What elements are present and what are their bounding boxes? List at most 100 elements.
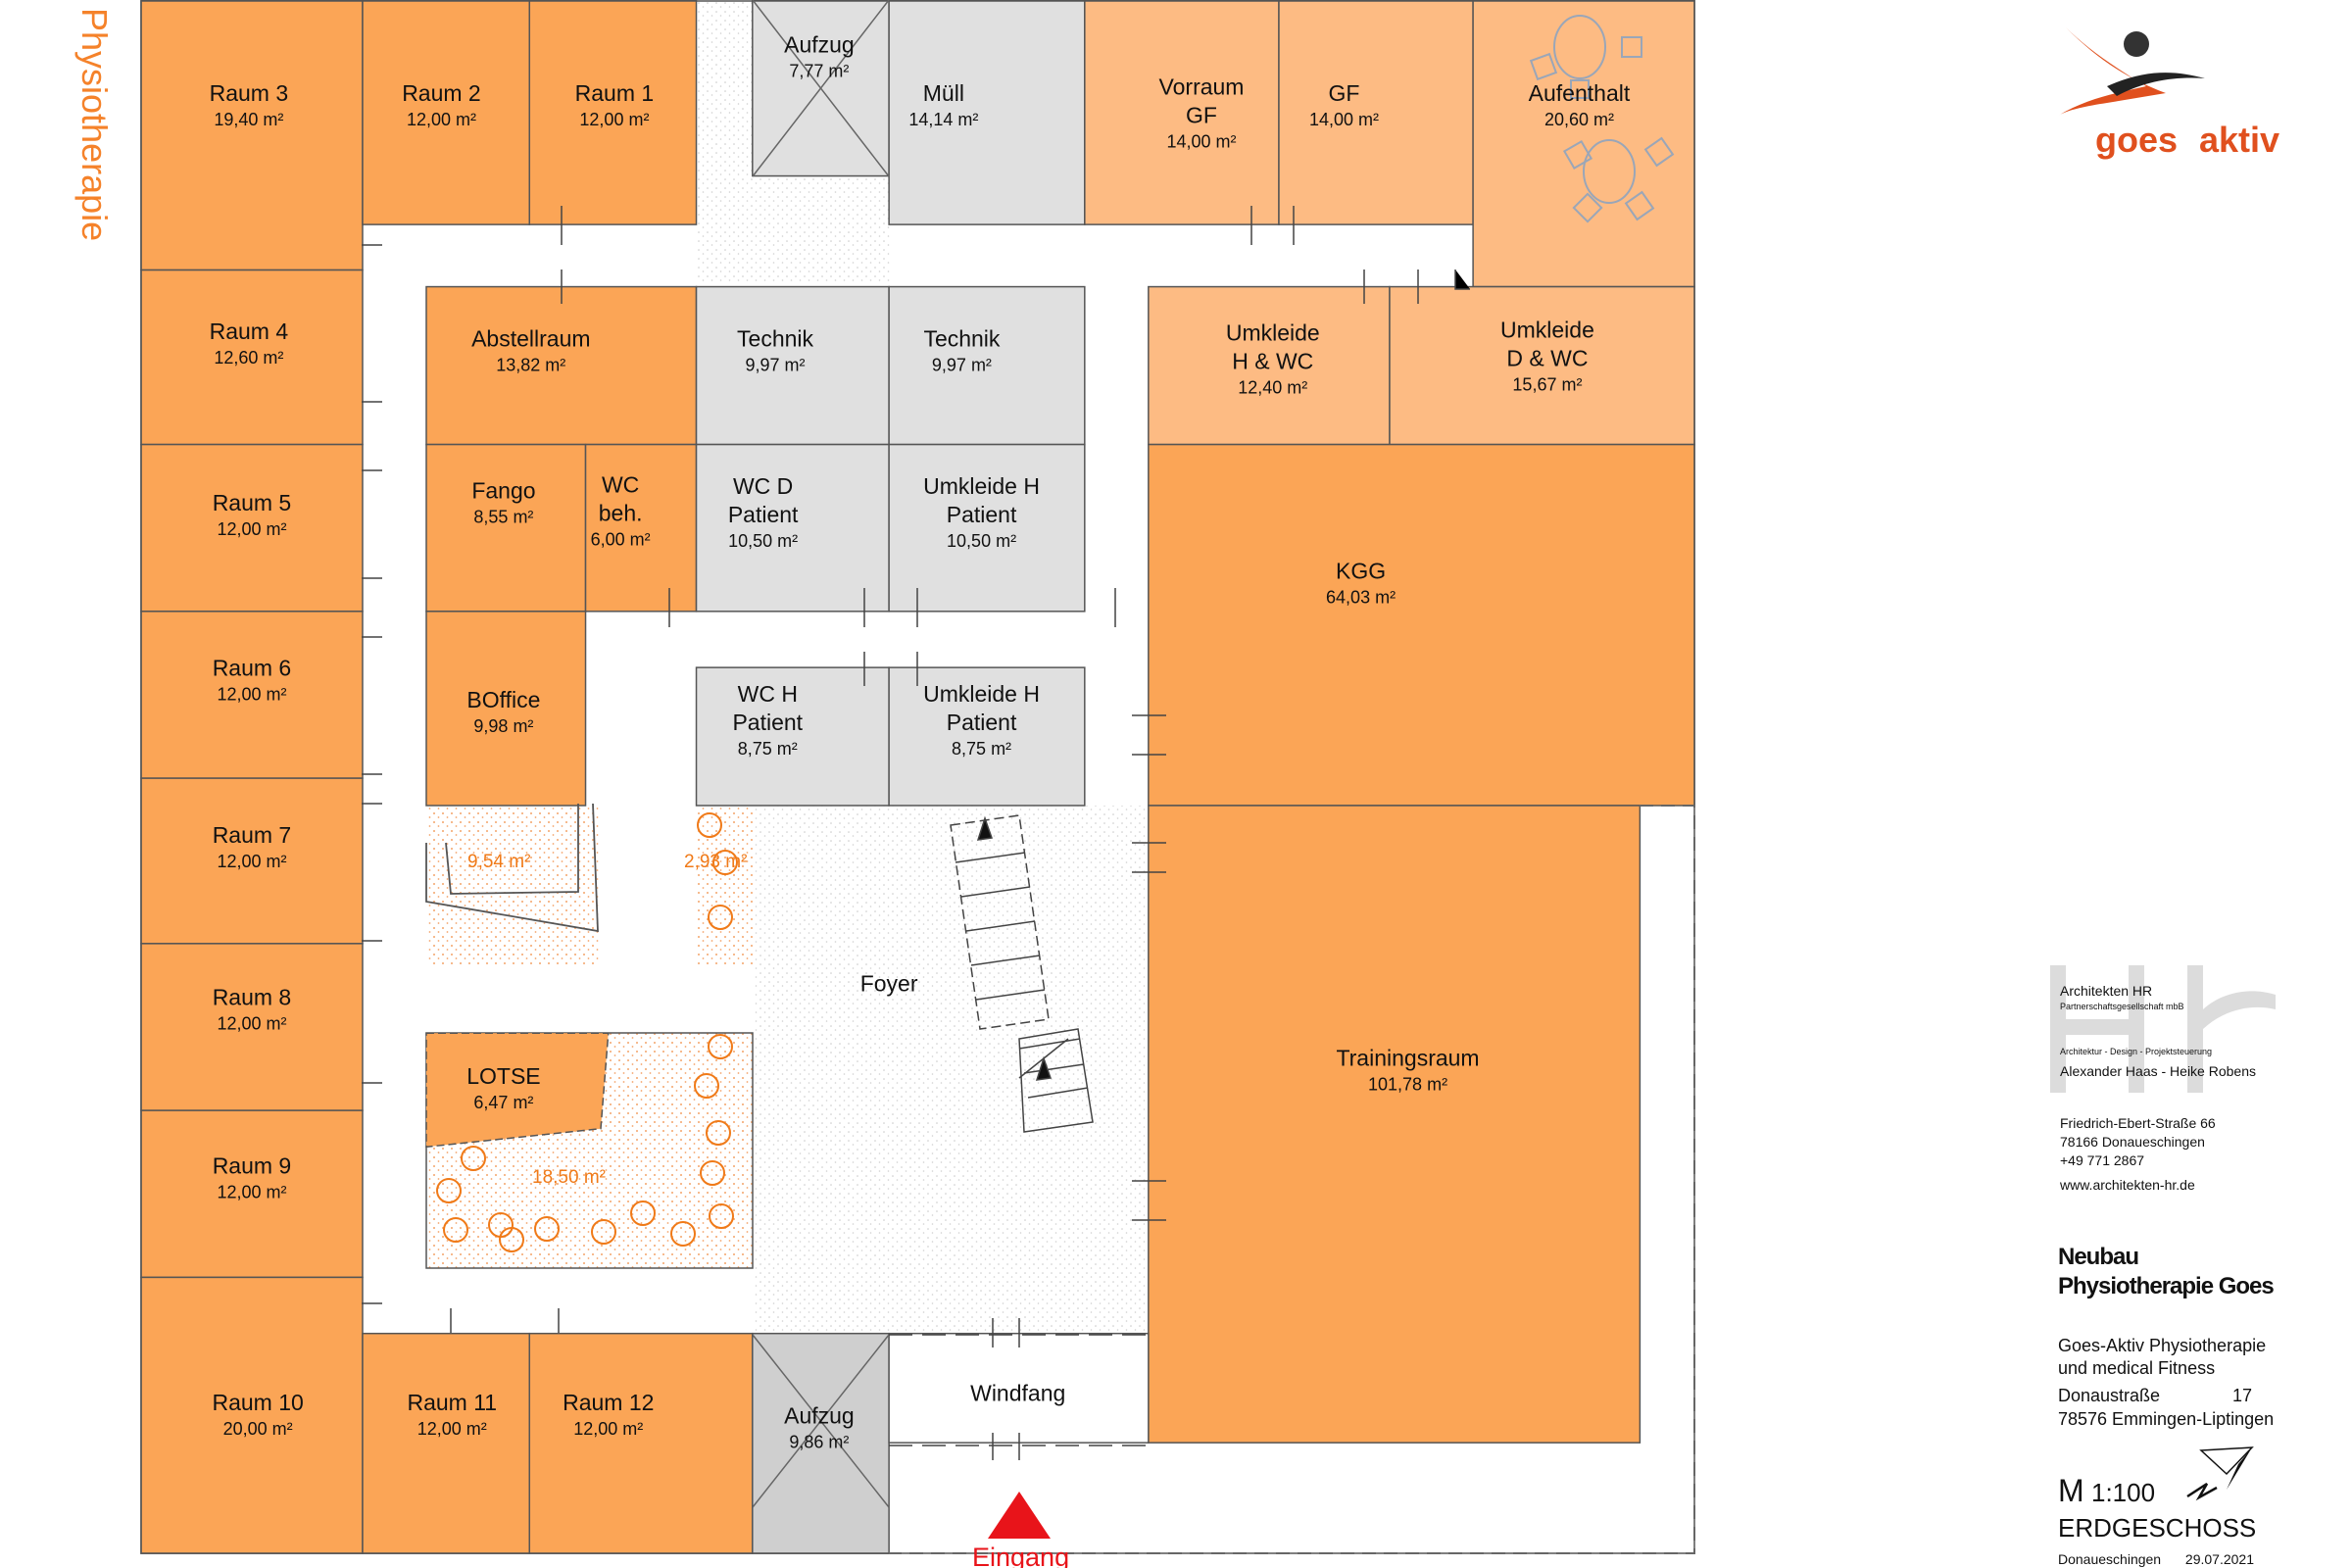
room-raum-3 — [140, 0, 364, 271]
room-name-label: Aufzug — [784, 1403, 855, 1429]
room-raum-10 — [140, 1276, 364, 1554]
rooms — [140, 0, 1695, 1554]
scale-value: 1:100 — [2091, 1478, 2155, 1507]
room-name-label: GF — [1329, 80, 1360, 106]
site-number: 17 — [2232, 1386, 2252, 1405]
room-area-label: 7,77 m² — [789, 61, 849, 80]
goes-aktiv-logo: goes aktiv — [2058, 27, 2279, 160]
entrance-arrow-icon — [988, 1492, 1051, 1539]
room-raum-1 — [528, 0, 698, 225]
project-title-line1: Neubau — [2058, 1244, 2138, 1270]
room-area-label: 64,03 m² — [1326, 588, 1396, 608]
architect-watermark — [2050, 965, 2276, 1093]
side-label: Physiotherapie — [74, 8, 115, 241]
firm-street: Friedrich-Ebert-Straße 66 — [2060, 1115, 2216, 1131]
room-area-label: 20,60 m² — [1544, 110, 1614, 129]
firm-phone: +49 771 2867 — [2060, 1152, 2144, 1168]
floor-name: ERDGESCHOSS — [2058, 1513, 2256, 1543]
room-name-label: Raum 11 — [407, 1390, 497, 1415]
room-name-label: Patient — [947, 502, 1017, 527]
room-name-label: Technik — [737, 326, 813, 352]
room-name-label: Umkleide H — [923, 681, 1040, 707]
room-area-label: 9,97 m² — [932, 356, 992, 375]
room-name-label: Umkleide — [1226, 319, 1320, 345]
firm-partners: Alexander Haas - Heike Robens — [2060, 1063, 2256, 1079]
room-raum-6 — [140, 611, 364, 779]
room-name-label: H & WC — [1232, 348, 1313, 373]
room-wc-beh- — [584, 443, 698, 612]
site-street: Donaustraße — [2058, 1386, 2160, 1405]
logo-word-aktiv: aktiv — [2199, 120, 2279, 160]
room-area-label: 6,47 m² — [473, 1093, 533, 1112]
room-name-label: Raum 7 — [213, 822, 292, 848]
elevator-cross-bottom — [752, 1334, 890, 1508]
place: Donaueschingen — [2058, 1551, 2161, 1567]
room-area-label: 19,40 m² — [214, 110, 283, 129]
room-name-label: Raum 2 — [402, 80, 481, 106]
room-raum-9 — [140, 1109, 364, 1279]
outdoor-area-labels: 9,54 m² 2,93 m² 18,50 m² — [467, 852, 747, 1188]
outdoor-area-1 — [426, 806, 601, 966]
foyer-area — [753, 806, 1149, 1333]
room-area-label: 10,50 m² — [947, 531, 1016, 551]
room-name-label: Patient — [728, 502, 799, 527]
room-area-label: 12,40 m² — [1238, 377, 1307, 397]
room-area-label: 6,00 m² — [591, 529, 651, 549]
room-technik — [695, 285, 890, 446]
room-name-label: Technik — [923, 326, 1000, 352]
room-raum-4 — [140, 269, 364, 446]
room-umkleide-h-patient — [888, 666, 1086, 807]
logo-head-icon — [2124, 31, 2149, 57]
room-name-label: Foyer — [860, 971, 918, 997]
room-raum-2 — [362, 0, 531, 225]
room-name-label: Vorraum — [1159, 74, 1245, 100]
room-name-label: GF — [1186, 103, 1217, 128]
room-gf — [1278, 0, 1474, 225]
room-name-label: Fango — [471, 477, 535, 503]
room-area-label: 12,60 m² — [214, 348, 283, 368]
physiotherapie-label: Physiotherapie — [74, 8, 115, 241]
logo-figure-icon — [2058, 27, 2166, 116]
firm-name: Architekten HR — [2060, 983, 2152, 999]
room-area-label: 14,14 m² — [908, 110, 978, 129]
room-area-label: 12,00 m² — [407, 110, 476, 129]
firm-website[interactable]: www.architekten-hr.de — [2059, 1177, 2195, 1193]
room-area-label: 15,67 m² — [1512, 374, 1582, 394]
aufenthalt-furniture — [1529, 15, 1675, 223]
outdoor-area-2 — [696, 806, 753, 966]
client-line1: Goes-Aktiv Physiotherapie — [2058, 1336, 2266, 1355]
room-area-label: 9,86 m² — [789, 1433, 849, 1452]
site-city: 78576 Emmingen-Liptingen — [2058, 1409, 2274, 1429]
room-name-label: Aufenthalt — [1529, 80, 1631, 106]
trees — [436, 812, 738, 1252]
dashed-outline — [889, 805, 1695, 1554]
room-kgg — [1148, 443, 1695, 807]
firm-type: Partnerschaftsgesellschaft mbB — [2060, 1002, 2184, 1011]
room-name-label: Raum 12 — [563, 1390, 654, 1415]
room-area-label: 12,00 m² — [217, 685, 286, 705]
room-name-label: LOTSE — [466, 1063, 540, 1089]
room-area-label: 14,00 m² — [1166, 132, 1236, 152]
room-müll — [888, 0, 1086, 225]
plan-decorations — [140, 0, 1695, 1554]
elevator-cross-top — [752, 0, 890, 177]
outdoor-area-label: 18,50 m² — [532, 1167, 606, 1188]
entrance[interactable]: Eingang — [972, 1492, 1069, 1568]
room-name-label: Aufzug — [784, 31, 855, 57]
room-area-label: 13,82 m² — [496, 356, 565, 375]
door-marks — [362, 206, 1470, 1460]
staircase — [950, 814, 1094, 1133]
title-block: Architekten HR Partnerschaftsgesellschaf… — [2050, 965, 2276, 1567]
room-aufenthalt — [1472, 0, 1695, 288]
room-vorraum-gf — [1084, 0, 1280, 225]
room-area-label: 14,00 m² — [1309, 110, 1379, 129]
room-name-label: Raum 3 — [210, 80, 289, 106]
date: 29.07.2021 — [2185, 1551, 2254, 1567]
room-name-label: Raum 4 — [210, 318, 289, 344]
room-area-label: 12,00 m² — [417, 1419, 487, 1439]
room-name-label: Patient — [732, 710, 803, 735]
room-raum-7 — [140, 777, 364, 945]
room-wc-d-patient — [695, 443, 890, 612]
room-umkleide-h-wc — [1148, 285, 1391, 446]
